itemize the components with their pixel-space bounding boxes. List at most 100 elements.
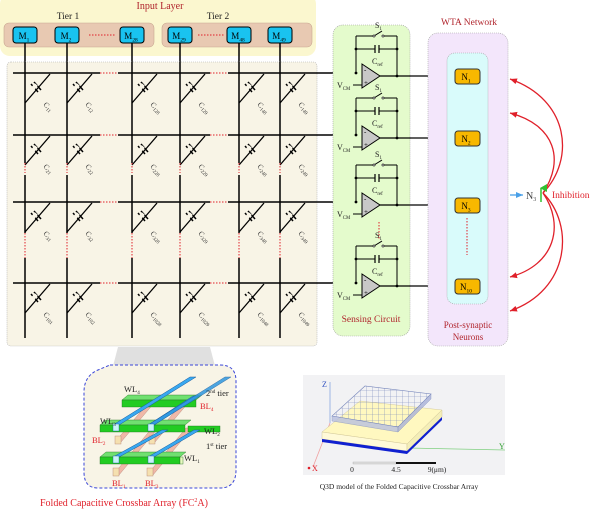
crossbar-box bbox=[6, 61, 318, 347]
vcm-label: VCM bbox=[337, 291, 351, 302]
substrate-bottom bbox=[322, 439, 407, 454]
capacitor-cell: C1049 bbox=[279, 283, 314, 328]
capacitor-cell: C249 bbox=[279, 135, 313, 179]
capacitor-label: C249 bbox=[296, 162, 313, 179]
scale-tick-2: 9(μm) bbox=[428, 465, 447, 474]
capacitor-cell: C329 bbox=[179, 202, 213, 246]
svg-text:-: - bbox=[364, 276, 367, 284]
capacitor-cell: C31 bbox=[24, 202, 51, 244]
fc2a-caption: Folded Capacitive Crossbar Array (FC2A) bbox=[40, 498, 208, 509]
capacitor-label: C149 bbox=[296, 100, 313, 117]
vcm-label: VCM bbox=[337, 81, 351, 92]
post-synaptic-title-2: Neurons bbox=[453, 332, 484, 342]
switch-label: S1 bbox=[375, 21, 382, 32]
svg-text:+: + bbox=[364, 141, 368, 149]
capacitor-cell: C129 bbox=[179, 73, 213, 117]
capacitor-label: C12 bbox=[83, 100, 98, 115]
output-neuron-label: N2 bbox=[461, 134, 471, 146]
input-layer-title: Input Layer bbox=[137, 1, 185, 12]
inhibition-label: Inhibition bbox=[552, 191, 590, 201]
capacitor-cell: C102 bbox=[66, 283, 100, 327]
y-axis-label: Y bbox=[499, 442, 505, 451]
capacitor-cell: C229 bbox=[179, 135, 213, 179]
capacitor-label: C1048 bbox=[255, 310, 273, 328]
svg-text:+: + bbox=[364, 79, 368, 87]
input-neuron-label: M28 bbox=[124, 31, 138, 43]
svg-text:+: + bbox=[364, 208, 368, 216]
opamp-icon bbox=[361, 192, 381, 218]
output-neuron-N10 bbox=[454, 278, 481, 295]
fc2a-label-wl3: WL3 bbox=[100, 416, 116, 428]
fc2a-label-wl4: WL4 bbox=[124, 384, 140, 396]
fc2a-tier2-label: 2nd tier bbox=[206, 388, 229, 398]
top-electrodes bbox=[112, 376, 232, 464]
post-synaptic-box bbox=[446, 52, 489, 305]
input-neuron-label: M2 bbox=[61, 31, 72, 43]
scale-bar-light bbox=[352, 461, 397, 465]
switch-label: S1 bbox=[375, 231, 382, 242]
winner-neuron-label: N3 bbox=[526, 191, 536, 203]
cref-label: Cref bbox=[372, 186, 383, 197]
capacitor-label: C229 bbox=[196, 162, 213, 179]
switch-label: S1 bbox=[375, 150, 382, 161]
crossbar-array: C11C12C128C129C148C149C21C22C228C229C248… bbox=[6, 61, 352, 347]
capacitor-label: C228 bbox=[148, 162, 165, 179]
switch-icon bbox=[373, 159, 383, 166]
capacitor-label: C349 bbox=[296, 229, 313, 246]
output-neuron-N2 bbox=[454, 130, 481, 147]
capacitor-label: C32 bbox=[83, 229, 98, 244]
sensing-circuit-box bbox=[332, 24, 411, 337]
capacitor-label: C102 bbox=[83, 310, 100, 327]
output-neuron-label: N10 bbox=[460, 282, 472, 294]
capacitor-label: C1049 bbox=[296, 310, 314, 328]
svg-text:-: - bbox=[364, 66, 367, 74]
q3d-caption: Q3D model of the Folded Capacitive Cross… bbox=[320, 482, 479, 491]
inhibition-arrow-4 bbox=[509, 192, 563, 312]
opamp-icon bbox=[361, 125, 381, 151]
fc2a-label-bl3: BL3 bbox=[145, 478, 159, 490]
capacitor-cell: C128 bbox=[131, 73, 160, 117]
sensing-circuit-title: Sensing Circuit bbox=[342, 315, 401, 325]
capacitor-cell: C328 bbox=[131, 202, 165, 246]
scale-tick-1: 4.5 bbox=[391, 465, 401, 474]
inhibition-arrows bbox=[509, 78, 563, 312]
x-axis-label: X bbox=[312, 464, 318, 473]
fc2a-label-bl4: BL4 bbox=[200, 401, 214, 413]
cref-label: Cref bbox=[372, 267, 383, 278]
svg-text:+: + bbox=[364, 289, 368, 297]
capacitor-cell: C1029 bbox=[179, 283, 210, 328]
capacitor-cell: C21 bbox=[24, 135, 51, 177]
scale-bar-dark bbox=[396, 462, 436, 464]
capacitor-label: C129 bbox=[196, 100, 213, 117]
vcm-label: VCM bbox=[337, 143, 351, 154]
capacitor-label: C348 bbox=[255, 229, 272, 246]
inhibition-arrow-3 bbox=[509, 192, 555, 279]
z-axis-label: Z bbox=[322, 380, 327, 389]
output-neuron-N1 bbox=[454, 68, 481, 85]
cref-label: Cref bbox=[372, 57, 383, 68]
output-neuron-label: N1 bbox=[461, 72, 471, 84]
q3d-model: Z Y X 0 4.5 9(μm) Q3D model of the Folde… bbox=[303, 375, 506, 491]
tier-1-label: Tier 1 bbox=[57, 12, 80, 22]
output-neuron-label: N3 bbox=[461, 201, 471, 213]
fc2a-label-bl2: BL2 bbox=[92, 435, 106, 447]
capacitor-cell: C1048 bbox=[238, 283, 273, 328]
capacitor-label: C328 bbox=[148, 229, 165, 246]
fc2a-tier1-label: 1st tier bbox=[206, 441, 227, 451]
switch-label: S1 bbox=[375, 83, 382, 94]
post-synaptic-title-1: Post-synaptic bbox=[444, 320, 493, 330]
input-neuron-label: M48 bbox=[231, 31, 245, 43]
capacitor-cell: C11 bbox=[24, 73, 51, 115]
capacitor-cell: C32 bbox=[66, 202, 98, 244]
wta-network: WTA Network Post-synaptic Neurons N1N2N3… bbox=[427, 18, 590, 347]
fc2a-label-wl1: WL1 bbox=[184, 453, 200, 465]
capacitor-label: C329 bbox=[196, 229, 213, 246]
switch-icon bbox=[373, 240, 383, 247]
inhibition-arrow-2 bbox=[509, 111, 555, 194]
fc2a-label-bl1: BL1 bbox=[112, 478, 126, 490]
inhibition-arrow-1 bbox=[509, 78, 563, 194]
input-neuron-label: M1 bbox=[19, 31, 30, 43]
